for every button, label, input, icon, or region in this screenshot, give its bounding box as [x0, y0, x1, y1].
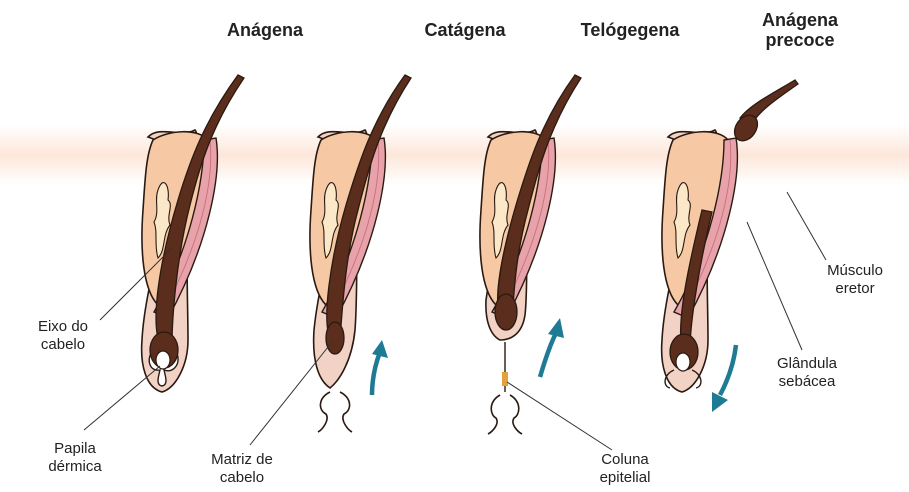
label-dermal-papilla: Papila dérmica: [30, 440, 120, 476]
leader-sebaceous-gland: [747, 222, 802, 350]
label-sebaceous-gland-line1: Glândula: [757, 355, 857, 373]
arrow-up-telogen: [540, 333, 556, 377]
label-arrector-muscle-line1: Músculo: [805, 262, 905, 280]
label-hair-shaft-line2: cabelo: [18, 336, 108, 354]
arrow-up-telogen-head: [548, 318, 564, 338]
stage-title-telogen: Telógegena: [555, 20, 705, 40]
label-sebaceous-gland: Glândula sebácea: [757, 355, 857, 391]
follicle-anagen: [142, 75, 244, 392]
leader-arrector-muscle: [787, 192, 826, 260]
label-hair-matrix: Matriz de cabelo: [192, 451, 292, 487]
stage-title-catagen: Catágena: [400, 20, 530, 40]
label-epithelial-column-line2: epitelial: [575, 469, 675, 487]
label-dermal-papilla-line2: dérmica: [30, 458, 120, 476]
stage-title-early-anagen-line1: Anágena: [745, 10, 855, 30]
leader-epithelial-column: [507, 382, 612, 450]
label-dermal-papilla-line1: Papila: [30, 440, 120, 458]
leader-hair-matrix: [250, 342, 332, 445]
label-hair-shaft: Eixo do cabelo: [18, 318, 108, 354]
skin-band: [0, 125, 909, 185]
label-epithelial-column-line1: Coluna: [575, 451, 675, 469]
stage-title-early-anagen: Anágena precoce: [745, 10, 855, 50]
arrow-up-catagen: [372, 352, 380, 395]
label-hair-matrix-line1: Matriz de: [192, 451, 292, 469]
label-hair-matrix-line2: cabelo: [192, 469, 292, 487]
label-sebaceous-gland-line2: sebácea: [757, 373, 857, 391]
label-epithelial-column: Coluna epitelial: [575, 451, 675, 487]
stage-title-early-anagen-line2: precoce: [745, 30, 855, 50]
leader-dermal-papilla: [84, 366, 160, 430]
arrow-up-catagen-head: [372, 340, 388, 358]
label-arrector-muscle: Músculo eretor: [805, 262, 905, 298]
arrow-down-early-anagen: [720, 345, 736, 395]
label-hair-shaft-line1: Eixo do: [18, 318, 108, 336]
stage-title-anagen: Anágena: [205, 20, 325, 40]
label-arrector-muscle-line2: eretor: [805, 280, 905, 298]
